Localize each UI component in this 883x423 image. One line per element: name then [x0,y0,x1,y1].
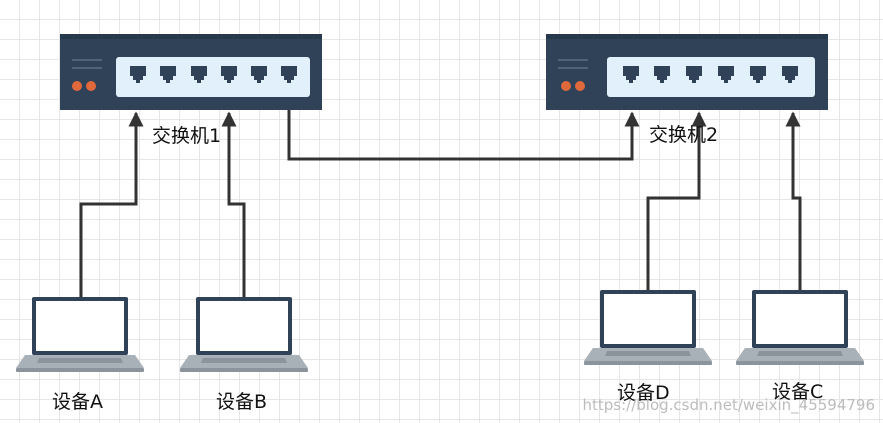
ethernet-port-icon [750,66,766,83]
ethernet-port-icon [160,66,176,83]
connector-device-a-to-switch-1 [79,111,144,297]
switch-led [561,81,571,91]
network-switch-icon [60,34,322,110]
laptop-base-edge [736,361,864,365]
switch-port-panel [607,57,815,97]
watermark-text: https://blog.csdn.net/weixin_45594796 [582,396,875,415]
device-a-label: 设备A [52,391,103,413]
laptop-keyboard [37,358,123,363]
ethernet-port-icon [654,66,670,83]
ethernet-port-icon [251,66,267,83]
laptop-icon [584,290,712,365]
switch-led [575,81,585,91]
switch-2 [546,34,828,110]
laptop-keyboard [605,351,691,356]
laptop-icon [180,297,308,372]
laptop-screen [756,294,844,344]
laptop-icon [16,297,144,372]
laptop-base-edge [584,361,712,365]
network-switch-icon [546,34,828,110]
laptop-base-edge [180,368,308,372]
device-d [584,290,712,365]
switch-port-panel [116,57,310,97]
laptop-base-edge [16,368,144,372]
laptop-keyboard [757,351,843,356]
ethernet-port-icon [281,66,297,83]
ethernet-port-icon [782,66,798,83]
device-d-label: 设备D [617,382,670,404]
connector-device-b-to-switch-1 [221,111,246,297]
device-a [16,297,144,372]
laptop-screen [200,301,288,351]
switch-top-edge [60,34,322,39]
switch-1 [60,34,322,110]
device-b-label: 设备B [216,391,267,413]
ethernet-port-icon [221,66,237,83]
device-c-label: 设备C [772,381,823,403]
laptop-icon [736,290,864,365]
connector-device-d-to-switch-2 [646,111,707,290]
ethernet-port-icon [718,66,734,83]
ethernet-port-icon [686,66,702,83]
switch-2-label: 交换机2 [649,124,718,146]
switch-ports [130,66,297,83]
switch-led [86,81,96,91]
device-c [736,290,864,365]
ethernet-port-icon [623,66,639,83]
connector-device-c-to-switch-2 [785,111,802,290]
switch-top-edge [546,34,828,39]
ethernet-port-icon [130,66,146,83]
device-b [180,297,308,372]
laptop-screen [36,301,124,351]
switch-led [72,81,82,91]
laptop-screen [604,294,692,344]
ethernet-port-icon [191,66,207,83]
switch-1-label: 交换机1 [152,125,221,147]
connectors [79,109,802,297]
laptop-keyboard [201,358,287,363]
switch-ports [623,66,798,83]
connector-switch-1-to-switch-2 [287,109,640,161]
